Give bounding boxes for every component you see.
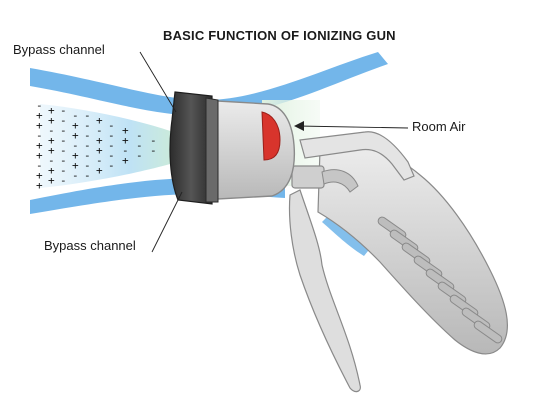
- ion-symbol: -: [60, 144, 67, 157]
- ion-symbol: -: [72, 109, 79, 122]
- ion-symbol: +: [48, 144, 55, 157]
- ion-symbol: +: [48, 134, 55, 147]
- ion-symbol: +: [36, 149, 43, 162]
- ion-cloud: -++-++-++++-++-++---------++-++--------+…: [36, 99, 157, 192]
- ion-symbol: -: [60, 164, 67, 177]
- gun-nozzle: [169, 91, 213, 205]
- ion-symbol: -: [84, 169, 91, 182]
- ion-symbol: -: [150, 144, 157, 157]
- ion-symbol: +: [122, 134, 129, 147]
- ion-symbol: -: [108, 159, 115, 172]
- leader-bypass-top: [139, 51, 177, 113]
- ion-symbol: -: [72, 139, 79, 152]
- ion-symbol: -: [36, 129, 43, 142]
- ion-symbol: -: [72, 169, 79, 182]
- ion-symbol: +: [48, 174, 55, 187]
- ion-symbol: +: [122, 124, 129, 137]
- ion-symbol: -: [60, 174, 67, 187]
- leader-room-air: [297, 125, 409, 129]
- ion-symbol: +: [96, 144, 103, 157]
- ion-symbol: +: [72, 149, 79, 162]
- ion-symbol: -: [122, 144, 129, 157]
- ion-symbol: +: [36, 109, 43, 122]
- gun-trigger: [288, 189, 361, 393]
- ion-symbol: -: [136, 139, 143, 152]
- room-air-arrow-icon: [294, 121, 304, 131]
- ion-symbol: -: [84, 149, 91, 162]
- ionizer-emitter: [261, 111, 281, 161]
- ion-symbol: +: [122, 154, 129, 167]
- leader-bypass-bottom: [151, 191, 183, 253]
- ion-symbol: +: [36, 179, 43, 192]
- ion-symbol: -: [136, 129, 143, 142]
- connector-fitting: [291, 165, 325, 189]
- ion-symbol: -: [108, 139, 115, 152]
- ion-symbol: +: [96, 134, 103, 147]
- diagram-title: BASIC FUNCTION OF IONIZING GUN: [163, 28, 396, 43]
- ion-symbol: +: [72, 119, 79, 132]
- ion-symbol: -: [48, 154, 55, 167]
- upper-bypass-airflow: [30, 52, 388, 116]
- ion-symbol: -: [84, 139, 91, 152]
- ion-symbol: -: [84, 109, 91, 122]
- ion-symbol: -: [96, 154, 103, 167]
- ion-symbol: +: [36, 119, 43, 132]
- ion-symbol: -: [48, 124, 55, 137]
- connector-hose: [321, 169, 359, 193]
- ion-symbol: +: [72, 159, 79, 172]
- ion-symbol: +: [48, 164, 55, 177]
- ion-symbol: +: [48, 114, 55, 127]
- label-room-air: Room Air: [412, 119, 466, 134]
- ion-symbol: +: [36, 139, 43, 152]
- grip-rib: [473, 320, 503, 344]
- ion-symbol: +: [36, 169, 43, 182]
- ion-symbol: -: [60, 134, 67, 147]
- ion-symbol: -: [60, 124, 67, 137]
- ion-symbol: -: [108, 149, 115, 162]
- ion-symbol: -: [60, 154, 67, 167]
- ion-symbol: -: [108, 119, 115, 132]
- ion-symbol: +: [48, 104, 55, 117]
- ion-symbol: -: [96, 124, 103, 137]
- gun-top-lever: [299, 131, 415, 181]
- ion-symbol: +: [96, 114, 103, 127]
- ion-symbol: +: [96, 164, 103, 177]
- ion-symbol: -: [84, 159, 91, 172]
- ion-symbol: -: [36, 99, 43, 112]
- ion-symbol: -: [36, 159, 43, 172]
- ion-symbol: -: [60, 104, 67, 117]
- ion-symbol: -: [84, 129, 91, 142]
- ion-symbol: -: [60, 114, 67, 127]
- label-bypass-channel-top: Bypass channel: [13, 42, 105, 57]
- ionized-air-cone: [40, 104, 190, 188]
- ion-symbol: +: [72, 129, 79, 142]
- nozzle-inner-ring: [205, 97, 219, 203]
- ion-symbol: -: [108, 129, 115, 142]
- ion-symbol: -: [136, 149, 143, 162]
- lower-bypass-airflow-tail: [322, 214, 372, 256]
- ion-symbol: -: [84, 119, 91, 132]
- handle-grip: [377, 216, 503, 344]
- ion-symbol: -: [150, 134, 157, 147]
- label-bypass-channel-bottom: Bypass channel: [44, 238, 136, 253]
